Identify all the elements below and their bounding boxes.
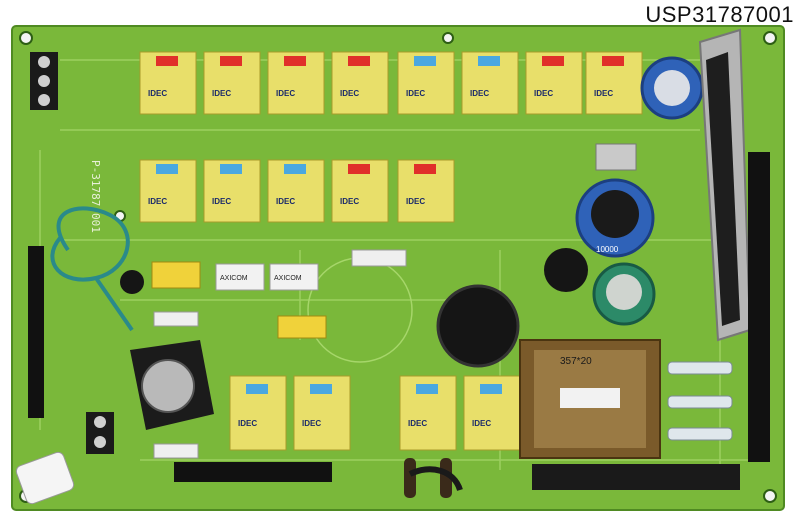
- svg-text:AXICOM: AXICOM: [274, 275, 302, 282]
- svg-text:IDEC: IDEC: [406, 197, 425, 206]
- heatsink: [130, 340, 214, 430]
- svg-text:357*20: 357*20: [560, 356, 592, 367]
- board-silkscreen: P-31787-001: [89, 160, 102, 233]
- svg-text:IDEC: IDEC: [276, 197, 295, 206]
- svg-text:IDEC: IDEC: [276, 89, 295, 98]
- svg-text:IDEC: IDEC: [340, 197, 359, 206]
- fuses: [667, 361, 733, 441]
- svg-text:IDEC: IDEC: [148, 197, 167, 206]
- relay-row-top: IDEC IDEC IDEC IDEC IDEC IDEC IDEC IDEC: [139, 51, 643, 115]
- svg-text:IDEC: IDEC: [472, 419, 491, 428]
- svg-text:IDEC: IDEC: [238, 419, 257, 428]
- svg-text:IDEC: IDEC: [594, 89, 613, 98]
- resistors: [153, 143, 637, 459]
- svg-text:IDEC: IDEC: [470, 89, 489, 98]
- barcode-sticker: [15, 451, 75, 505]
- ferrite-cables: [404, 458, 463, 498]
- header-pins: [28, 152, 770, 482]
- small-relays: AXICOM AXICOM: [151, 261, 327, 339]
- relay-row-bottom: IDEC IDEC IDEC IDEC: [229, 375, 521, 451]
- svg-text:IDEC: IDEC: [340, 89, 359, 98]
- svg-text:IDEC: IDEC: [212, 89, 231, 98]
- capacitors: 10000: [120, 56, 704, 368]
- part-number-label: USP31787001: [645, 2, 794, 27]
- terminal-blocks: [30, 52, 740, 490]
- svg-text:IDEC: IDEC: [408, 419, 427, 428]
- svg-text:IDEC: IDEC: [302, 419, 321, 428]
- svg-text:10000: 10000: [596, 245, 619, 254]
- transformer: 357*20: [519, 339, 661, 459]
- svg-text:IDEC: IDEC: [212, 197, 231, 206]
- relay-row-middle: IDEC IDEC IDEC IDEC IDEC: [139, 159, 455, 223]
- green-wire: [50, 206, 134, 332]
- svg-text:AXICOM: AXICOM: [220, 275, 248, 282]
- svg-text:IDEC: IDEC: [406, 89, 425, 98]
- svg-text:IDEC: IDEC: [534, 89, 553, 98]
- svg-text:IDEC: IDEC: [148, 89, 167, 98]
